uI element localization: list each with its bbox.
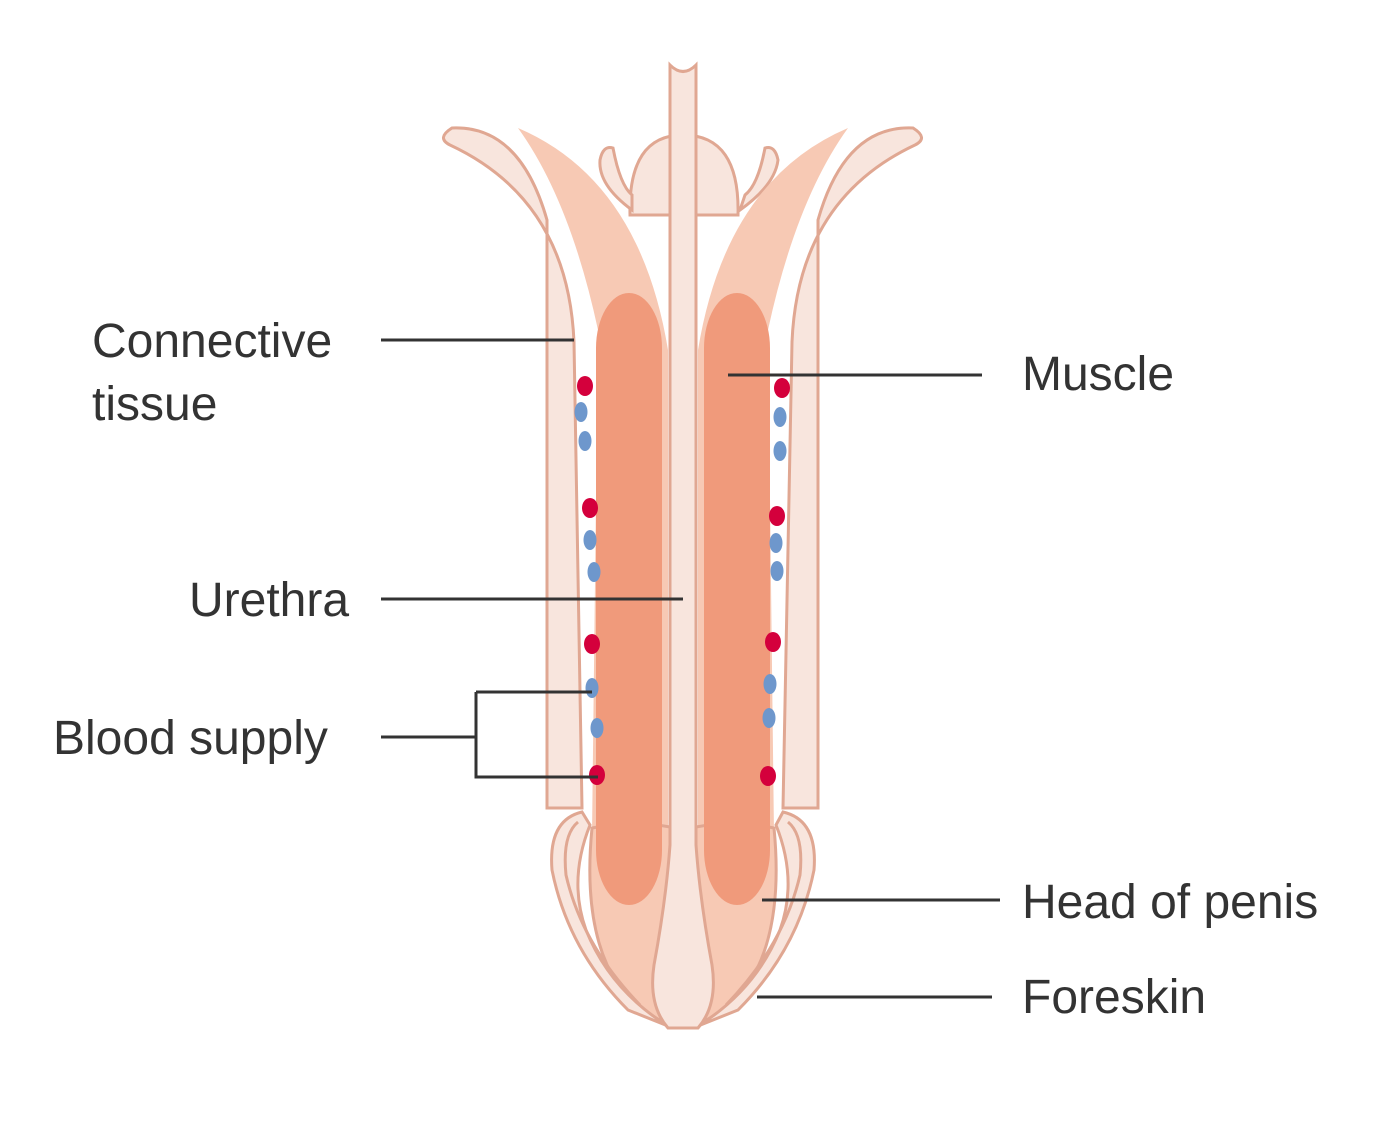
label-head-of-penis: Head of penis (1022, 876, 1318, 929)
vein (773, 441, 787, 461)
vein (762, 708, 776, 728)
artery (589, 765, 605, 785)
blood-vessels (574, 376, 790, 786)
artery (582, 498, 598, 518)
vein (770, 561, 784, 581)
leader-blood-supply (381, 690, 598, 779)
artery (577, 376, 593, 396)
vein (574, 402, 588, 422)
vein (763, 674, 777, 694)
vein (587, 562, 601, 582)
urethra-tube (651, 61, 715, 1030)
label-foreskin: Foreskin (1022, 971, 1206, 1024)
label-urethra: Urethra (189, 574, 349, 627)
outer-skin-right (781, 126, 923, 810)
label-connective-tissue-line2: tissue (92, 378, 217, 431)
artery (760, 766, 776, 786)
small-lobe-left (598, 146, 634, 213)
vein (773, 407, 787, 427)
artery (584, 634, 600, 654)
label-blood-supply: Blood supply (53, 712, 328, 765)
artery (774, 378, 790, 398)
small-lobe-right (737, 146, 780, 214)
label-muscle: Muscle (1022, 348, 1174, 401)
artery (765, 632, 781, 652)
vein (578, 431, 592, 451)
artery (769, 506, 785, 526)
vein (585, 678, 599, 698)
foreskin-inner-left (563, 820, 642, 1007)
outer-skin-left (442, 126, 584, 810)
vein (583, 530, 597, 550)
foreskin-inner-right (724, 820, 803, 1007)
vein (769, 533, 783, 553)
muscle-right (704, 293, 770, 905)
vein (590, 718, 604, 738)
label-connective-tissue-line1: Connective (92, 315, 332, 368)
